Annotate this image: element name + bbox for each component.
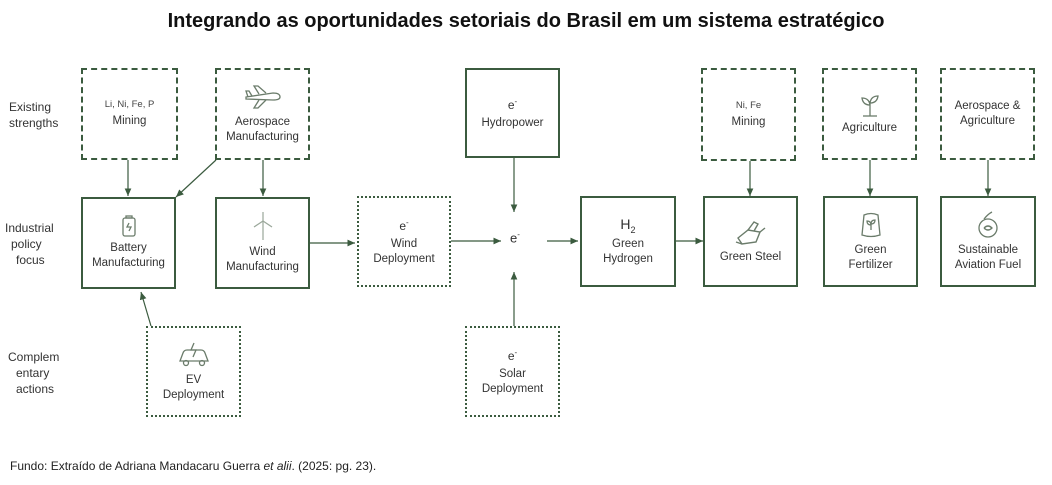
box-label: Green Steel <box>719 251 782 263</box>
row-label-line: entary <box>16 366 50 380</box>
row-label-line: focus <box>16 253 45 267</box>
box-battery-manufacturing: Battery Manufacturing <box>81 197 176 289</box>
box-label: Mining <box>112 115 147 127</box>
row-label-complementary: Complem entary actions <box>8 349 59 397</box>
box-label: EV <box>185 373 202 386</box>
hydrogen-letter: H <box>620 215 631 232</box>
row-label-line: Industrial <box>5 221 54 235</box>
battery-icon <box>121 215 137 237</box>
box-sublabel: Li, Ni, Fe, P <box>104 99 155 110</box>
source-footnote: Fundo: Extraído de Adriana Mandacaru Gue… <box>10 459 376 473</box>
box-label: Mining <box>731 115 766 128</box>
row-label-line: actions <box>16 382 55 396</box>
arrow-ev-battery <box>139 291 152 327</box>
box-label: Aerospace & <box>954 100 1021 112</box>
box-label: Green <box>612 238 644 251</box>
box-mining-li-ni-fe-p: Li, Ni, Fe, P Mining <box>81 68 178 160</box>
box-label: Manufacturing <box>226 261 299 273</box>
hydrogen-symbol: H2 <box>620 215 636 235</box>
ev-charger-icon <box>176 341 212 369</box>
box-sublabel: Ni, Fe <box>735 99 762 111</box>
box-label: Aerospace <box>235 116 290 128</box>
fertilizer-bag-icon <box>858 211 884 239</box>
steel-ladle-icon <box>734 218 768 246</box>
box-hydropower: e- Hydropower <box>465 68 560 158</box>
diagram-title: Integrando as oportunidades setoriais do… <box>167 10 885 32</box>
box-label: Hydropower <box>481 117 544 129</box>
box-green-steel: Green Steel <box>703 196 798 287</box>
footnote-text: . (2025: pg. 23). <box>291 459 377 473</box>
arrow-aerospace-battery <box>175 159 217 198</box>
box-label: Fertilizer <box>848 258 893 271</box>
airplane-icon <box>243 83 283 111</box>
footnote-text: Fundo: Extraído de Adriana Mandacaru Gue… <box>10 459 264 473</box>
electron-symbol: e- <box>399 218 409 233</box>
box-agriculture: Agriculture <box>822 68 917 160</box>
box-label: Wind <box>249 246 276 258</box>
footnote-italic: et alii <box>263 459 292 473</box>
box-label: Solar <box>499 368 526 380</box>
box-label: Agriculture <box>842 121 897 134</box>
electron-letter: e <box>510 230 518 246</box>
box-label: Green <box>854 243 887 256</box>
electron-letter: e <box>507 349 515 363</box>
box-label: Aviation Fuel <box>954 258 1022 271</box>
center-electricity-node: e- <box>510 230 520 246</box>
box-label: Hydrogen <box>603 253 653 266</box>
box-label: Agriculture <box>960 115 1015 127</box>
row-label-line: policy <box>11 237 42 251</box>
row-label-line: Existing <box>9 100 52 114</box>
row-label-line: Complem <box>8 350 60 364</box>
row-label-industrial: Industrial policy focus <box>5 220 54 268</box>
box-label: Deployment <box>373 253 435 265</box>
row-label-line: strengths <box>9 116 59 130</box>
electron-letter: e <box>399 219 406 233</box>
box-wind-deployment: e- Wind Deployment <box>357 196 451 287</box>
electron-symbol: e- <box>507 97 518 112</box>
plant-icon <box>859 93 881 117</box>
box-wind-manufacturing: Wind Manufacturing <box>215 197 310 289</box>
box-label: Manufacturing <box>92 257 165 269</box>
box-green-hydrogen: H2 Green Hydrogen <box>580 196 676 287</box>
box-ev-deployment: EV Deployment <box>146 326 241 417</box>
box-sustainable-aviation-fuel: Sustainable Aviation Fuel <box>940 196 1036 287</box>
electron-symbol: e- <box>507 348 518 363</box>
electron-letter: e <box>507 98 515 112</box>
box-label: Sustainable <box>957 243 1019 256</box>
box-label: Wind <box>390 238 418 250</box>
box-green-fertilizer: Green Fertilizer <box>823 196 918 287</box>
box-label: Deployment <box>481 383 544 395</box>
row-label-existing: Existing strengths <box>9 99 58 131</box>
box-mining-ni-fe: Ni, Fe Mining <box>701 68 796 161</box>
box-aerospace-agriculture: Aerospace & Agriculture <box>940 68 1035 160</box>
box-label: Manufacturing <box>226 131 299 143</box>
wind-turbine-icon <box>251 211 275 241</box>
fuel-drop-icon <box>976 210 1000 239</box>
box-label: Deployment <box>162 388 225 401</box>
box-aerospace-manufacturing: Aerospace Manufacturing <box>215 68 310 160</box>
box-label: Battery <box>110 242 147 254</box>
box-solar-deployment: e- Solar Deployment <box>465 326 560 417</box>
